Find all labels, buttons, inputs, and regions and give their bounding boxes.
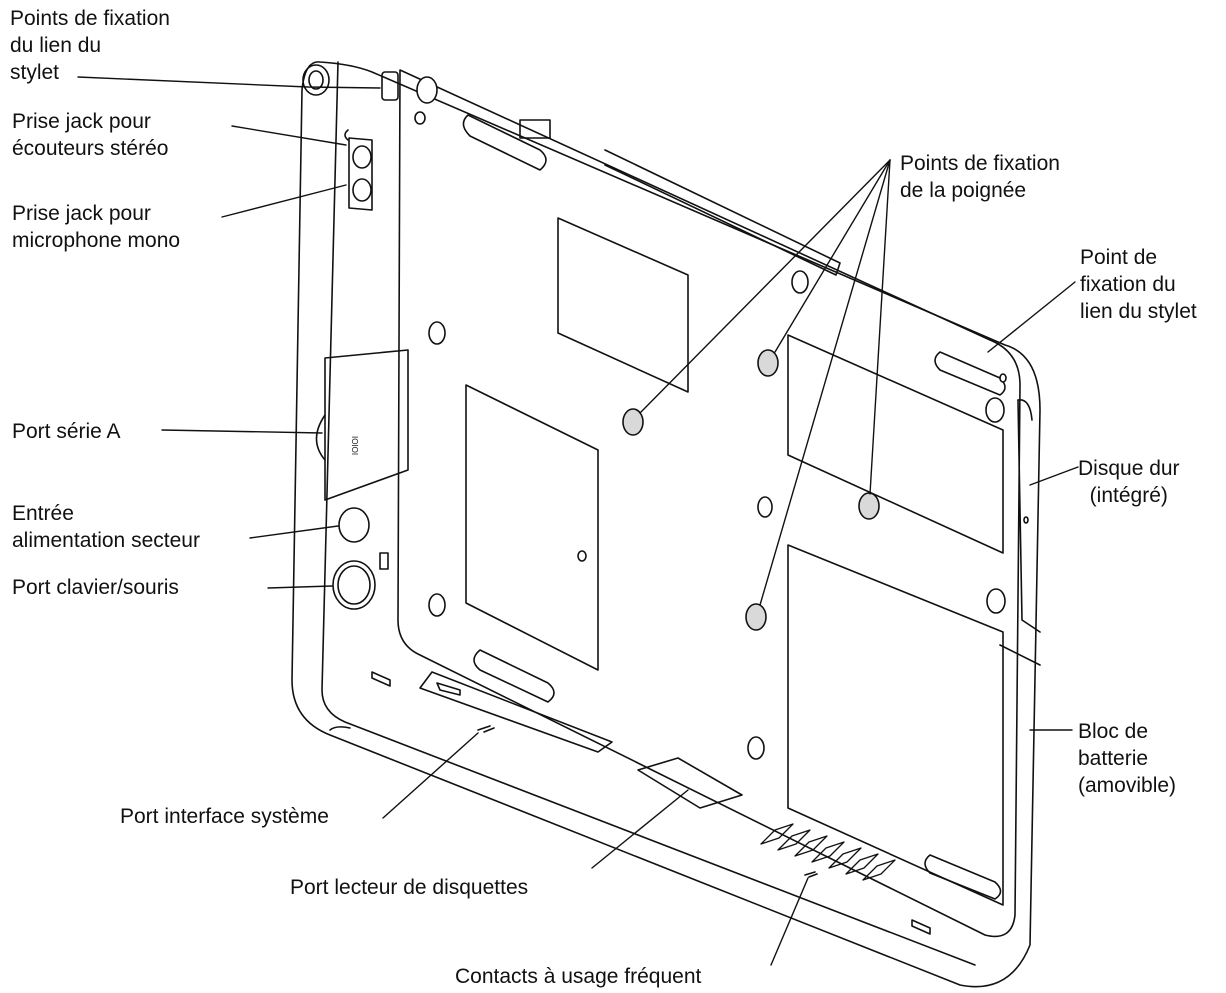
top-notch bbox=[519, 119, 551, 139]
leader-serial bbox=[161, 429, 323, 434]
battery-seam bbox=[999, 644, 1041, 666]
serial-port bbox=[324, 349, 409, 501]
floppy-port bbox=[637, 757, 743, 809]
stylus-tether-ring bbox=[302, 64, 330, 96]
screw-holes bbox=[414, 76, 1029, 760]
small-slot-left bbox=[371, 671, 391, 687]
small-slot-right bbox=[911, 919, 931, 935]
dc-in-jack bbox=[338, 507, 370, 543]
label-kbd-mouse-port: Port clavier/souris bbox=[12, 576, 179, 599]
label-handle-points: Points de fixation de la poignée bbox=[900, 152, 1060, 202]
leader-headphone bbox=[231, 125, 347, 146]
leader-handle-4 bbox=[759, 159, 891, 606]
handle-attachment-points bbox=[622, 349, 880, 631]
foot-slot-bottom-right bbox=[924, 854, 1002, 900]
label-stylus-tether-left: Points de fixation du lien du stylet bbox=[10, 7, 170, 84]
side-ports bbox=[302, 64, 409, 610]
serial-marking: IOIOI bbox=[350, 436, 359, 455]
label-panel-4 bbox=[787, 544, 1004, 906]
leader-floppy bbox=[591, 789, 689, 869]
leader-stylus-right bbox=[987, 281, 1076, 353]
label-panel-1 bbox=[557, 217, 689, 393]
label-dc-in: Entrée alimentation secteur bbox=[12, 502, 200, 552]
hard-disk-cover bbox=[1017, 399, 1041, 633]
leader-system-interface bbox=[382, 732, 479, 819]
leader-mic bbox=[221, 184, 347, 218]
leader-contacts bbox=[770, 877, 809, 966]
bottom-edge-ports bbox=[371, 671, 931, 935]
foot-slot-top-left bbox=[462, 114, 547, 171]
device-side-edge bbox=[321, 61, 976, 966]
leader-handle-2 bbox=[774, 159, 891, 353]
label-floppy-port: Port lecteur de disquettes bbox=[290, 876, 529, 899]
label-contacts: Contacts à usage fréquent bbox=[455, 965, 702, 988]
leader-handle-3 bbox=[869, 159, 891, 495]
label-mic-jack: Prise jack pour microphone mono bbox=[12, 202, 181, 252]
leader-hard-disk bbox=[1029, 466, 1079, 486]
label-serial-port: Port série A bbox=[12, 420, 121, 443]
frequent-contacts bbox=[760, 823, 896, 881]
label-hard-disk: Disque dur (intégré) bbox=[1078, 457, 1180, 507]
top-seam bbox=[604, 149, 841, 276]
kbd-mouse-port bbox=[332, 560, 376, 610]
mic-jack bbox=[352, 178, 372, 202]
system-interface-port bbox=[419, 671, 613, 753]
label-panel-2 bbox=[465, 384, 599, 671]
leader-dc-in bbox=[249, 525, 339, 539]
label-headphone-jack: Prise jack pour écouteurs stéréo bbox=[12, 110, 169, 160]
headphone-jack bbox=[352, 145, 372, 169]
device-outer-shell bbox=[291, 61, 1041, 988]
leader-kbd bbox=[267, 585, 333, 589]
foot-slot-bottom-left bbox=[473, 649, 555, 703]
label-stylus-tether-right: Point de fixation du lien du stylet bbox=[1080, 246, 1197, 323]
label-system-interface-port: Port interface système bbox=[120, 805, 329, 828]
foot-slot-top-right bbox=[934, 351, 1006, 396]
label-battery: Bloc de batterie (amovible) bbox=[1078, 720, 1177, 797]
label-panel-3 bbox=[787, 334, 1004, 554]
device-bottom-edge-inner bbox=[329, 726, 351, 731]
leader-lines bbox=[77, 76, 1079, 966]
leader-stylus-left bbox=[77, 76, 381, 89]
bottom-panel-outline bbox=[397, 69, 1021, 938]
leader-handle-1 bbox=[639, 159, 891, 414]
hard-disk-cover-edge bbox=[1017, 399, 1033, 421]
stylus-tether-clip bbox=[381, 71, 399, 101]
